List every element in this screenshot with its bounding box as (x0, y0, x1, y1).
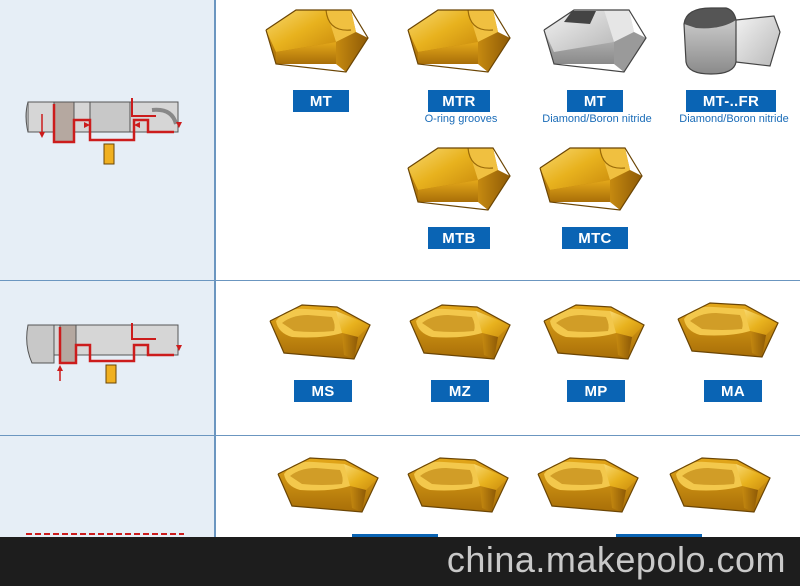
label-mp[interactable]: MP (567, 380, 625, 402)
label-mtc[interactable]: MTC (562, 227, 628, 249)
label-ma[interactable]: MA (704, 380, 762, 402)
insert-mt-fr-image (683, 7, 781, 75)
machining-diagram-1 (25, 98, 182, 165)
row-mt-series: MT MTR O-ring grooves MT Diamond/Boron n… (0, 0, 800, 281)
insert-ms-image (269, 304, 371, 360)
label-row3-2-partial (352, 534, 438, 538)
row-third-series (0, 436, 800, 546)
insert-mtr-image (407, 9, 511, 73)
label-mt[interactable]: MT (293, 90, 349, 112)
label-ms[interactable]: MS (294, 380, 352, 402)
insert-mtc-image (539, 147, 643, 211)
label-row3-4-partial (616, 534, 702, 538)
sublabel-mtr: O-ring grooves (424, 113, 498, 125)
insert-mp-image (543, 304, 645, 360)
sublabel-mt-fr: Diamond/Boron nitride (679, 113, 789, 125)
row-divider-2 (0, 435, 800, 436)
left-cell-3 (0, 436, 216, 546)
insert-mz-image (409, 304, 511, 360)
row-m-profile-series: MS MZ MP MA (0, 281, 800, 436)
label-mz[interactable]: MZ (431, 380, 489, 402)
row-divider-1 (0, 280, 800, 281)
watermark-text: china.makepolo.com (446, 539, 786, 580)
insert-mt-diamond-image (543, 9, 647, 73)
insert-mtb-image (407, 147, 511, 211)
insert-mt-gold-image (265, 9, 369, 73)
watermark-bar: china.makepolo.com (0, 537, 800, 586)
machining-diagram-2 (26, 323, 182, 384)
insert-row3-2-image (407, 457, 509, 513)
insert-row3-1-image (277, 457, 379, 513)
insert-row3-4-image (669, 457, 771, 513)
label-mt-fr[interactable]: MT-..FR (686, 90, 776, 112)
insert-ma-image (677, 302, 779, 358)
label-mt-diamond[interactable]: MT (567, 90, 623, 112)
machining-diagram-3-partial (26, 533, 184, 535)
label-mtb[interactable]: MTB (428, 227, 490, 249)
left-cell-2 (0, 281, 216, 436)
label-mtr[interactable]: MTR (428, 90, 490, 112)
sublabel-mt-diamond: Diamond/Boron nitride (542, 113, 652, 125)
left-cell-1 (0, 0, 216, 281)
insert-row3-3-image (537, 457, 639, 513)
